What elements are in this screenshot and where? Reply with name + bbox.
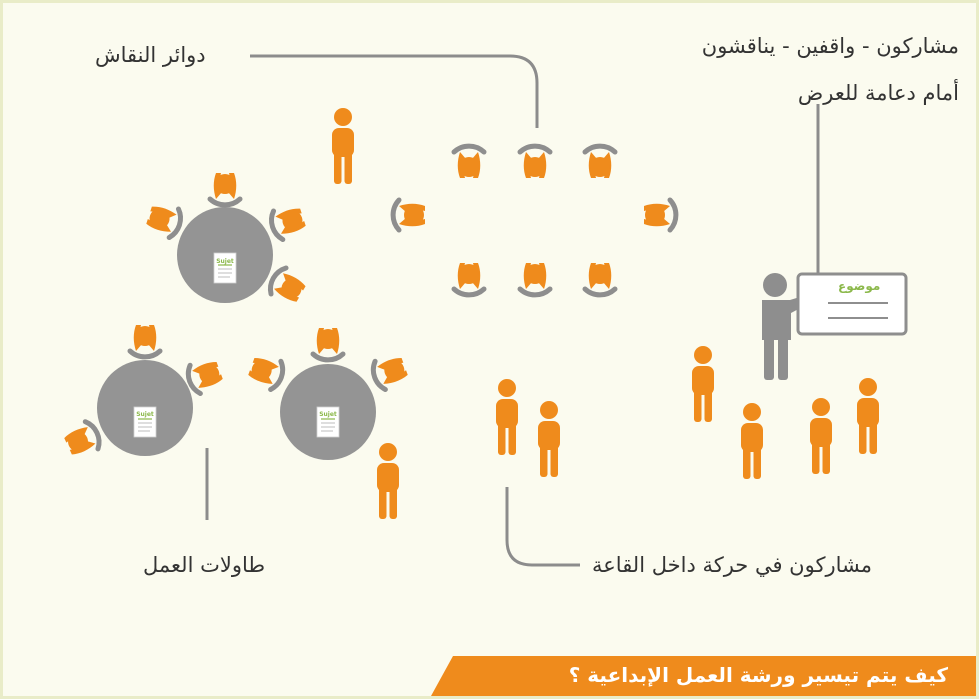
work-table-left: Sujet — [97, 360, 193, 456]
svg-text:Sujet: Sujet — [319, 411, 337, 418]
banner-title: كيف يتم تيسير ورشة العمل الإبداعية ؟ — [568, 663, 948, 687]
discussion-circle-seats — [393, 146, 676, 295]
label-presenter-group-line1: مشاركون - واقفين - يناقشون — [701, 34, 959, 58]
svg-text:Sujet: Sujet — [136, 411, 154, 418]
title-banner: كيف يتم تيسير ورشة العمل الإبداعية ؟ — [431, 656, 976, 696]
label-discussion-circles: دوائر النقاش — [95, 43, 206, 67]
board-title: موضوع — [838, 279, 881, 293]
work-table-top: Sujet — [177, 207, 273, 303]
label-moving-participants: مشاركون في حركة داخل القاعة — [592, 553, 872, 577]
svg-text:Sujet: Sujet — [216, 258, 234, 265]
presentation-board — [796, 272, 908, 336]
label-work-tables: طاولات العمل — [143, 553, 266, 577]
work-table-right: Sujet — [280, 364, 376, 460]
connector-moving-participants — [505, 487, 580, 567]
label-presenter-group-line2: أمام دعامة للعرض — [797, 81, 959, 105]
connector-discussion-circles — [250, 54, 539, 128]
